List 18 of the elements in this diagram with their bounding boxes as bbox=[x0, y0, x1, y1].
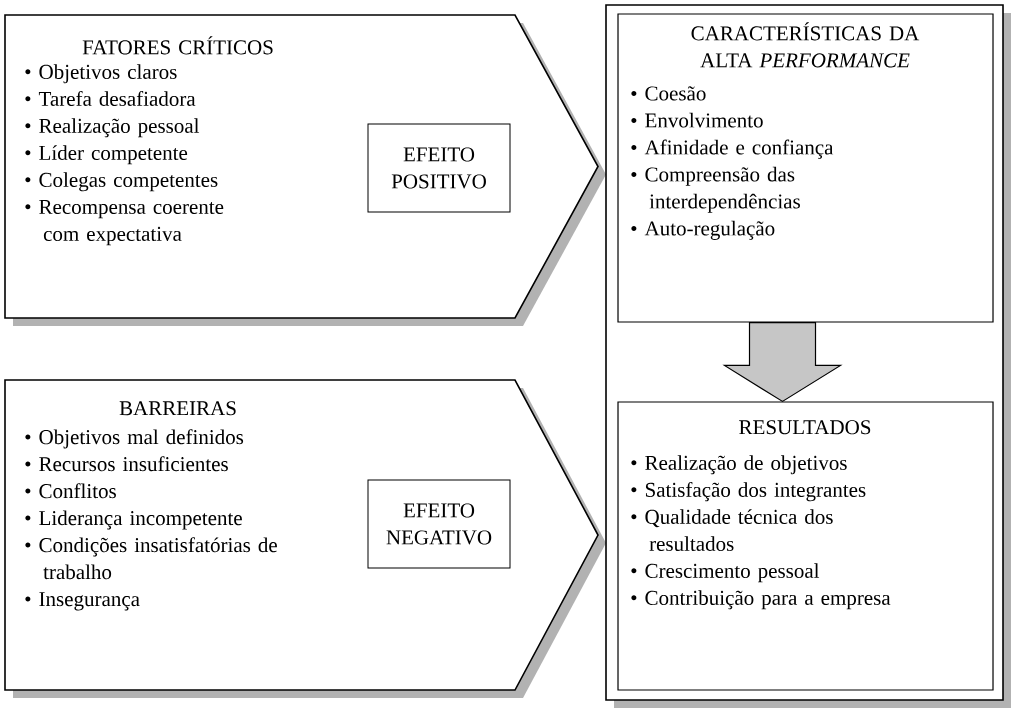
text-box bbox=[617, 401, 994, 691]
node-label: • Compreensão das interdependências bbox=[631, 166, 800, 213]
panel-box bbox=[605, 4, 1011, 708]
node-label: • Auto-regulação bbox=[631, 220, 775, 240]
node-label: • Realização de objetivos bbox=[631, 455, 847, 475]
node-label: • Crescimento pessoal bbox=[631, 563, 820, 583]
node-label: • Coesão bbox=[631, 86, 706, 101]
node-label: • Envolvimento bbox=[631, 112, 763, 128]
node-label: • Satisfação dos integrantes bbox=[631, 481, 866, 502]
node-label: • Afinidade e confiança bbox=[631, 139, 834, 159]
node-label: • Qualidade técnica dos resultados bbox=[631, 509, 833, 551]
heading: CARACTERÍSTICAS DA ALTA PERFORMANCE bbox=[691, 22, 920, 68]
bullet-list: • Realização de objetivos • Satisfação dos integrantes • Qualidade técnica dos resultados • Crescimento pessoal • Contribuição para a empresa bbox=[631, 455, 891, 610]
block-arrow bbox=[722, 322, 843, 403]
bullet-list: • Coesão • Envolvimento • Afinidade e confiança • Compreensão das interdependências • Auto-regulação bbox=[631, 86, 834, 240]
text-box bbox=[617, 13, 994, 323]
node-label: • Contribuição para a empresa bbox=[631, 590, 891, 610]
heading: RESULTADOS bbox=[739, 420, 871, 435]
